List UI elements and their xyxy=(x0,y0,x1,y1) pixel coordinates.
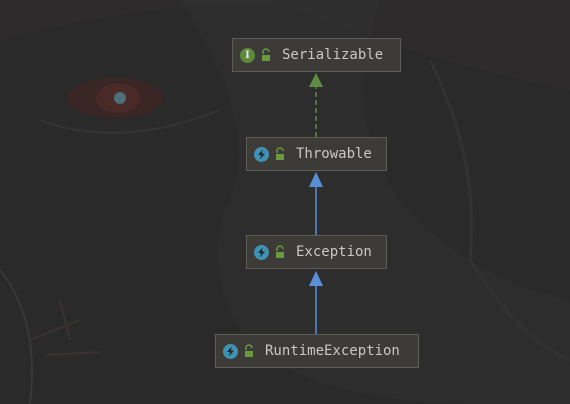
exception-class-icon xyxy=(254,244,269,260)
edge-runtime-exception-extends-exception xyxy=(309,271,323,334)
exception-class-icon xyxy=(223,343,238,359)
node-throwable[interactable]: Throwable xyxy=(246,137,387,171)
edge-throwable-implements-serializable xyxy=(309,73,323,137)
node-serializable[interactable]: I Serializable xyxy=(232,38,401,72)
node-exception[interactable]: Exception xyxy=(246,235,387,269)
unlocked-padlock-icon xyxy=(276,147,284,160)
exception-class-icon xyxy=(254,146,269,162)
node-label: Serializable xyxy=(282,47,384,63)
unlocked-padlock-icon xyxy=(276,245,284,258)
interface-i-icon: I xyxy=(240,47,255,63)
edge-exception-extends-throwable xyxy=(309,172,323,235)
unlocked-padlock-icon xyxy=(262,48,270,61)
node-runtime-exception[interactable]: RuntimeException xyxy=(215,334,419,368)
node-label: Exception xyxy=(296,244,372,260)
unlocked-padlock-icon xyxy=(245,344,253,357)
node-label: Throwable xyxy=(296,146,372,162)
node-label: RuntimeException xyxy=(265,343,400,359)
